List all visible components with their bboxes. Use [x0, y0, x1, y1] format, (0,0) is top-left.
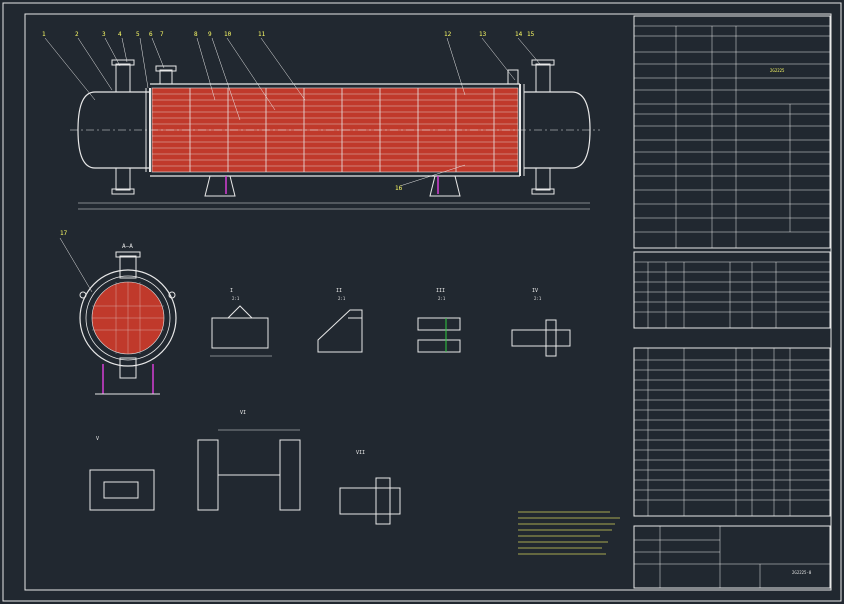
svg-text:IV: IV	[532, 288, 538, 294]
detail-IV: IV 2:1	[511, 288, 571, 357]
spec-table: 2G2225	[633, 15, 831, 249]
svg-text:2:1: 2:1	[438, 296, 446, 301]
detail-VI: VI	[197, 410, 301, 511]
technical-notes	[518, 511, 620, 555]
svg-text:2:1: 2:1	[338, 296, 346, 301]
svg-text:11: 11	[258, 31, 266, 38]
svg-text:2G2225: 2G2225	[770, 68, 785, 73]
svg-text:13: 13	[479, 31, 487, 38]
svg-text:17: 17	[60, 230, 68, 237]
svg-text:16: 16	[395, 185, 403, 192]
svg-text:VII: VII	[356, 450, 365, 456]
svg-text:I: I	[230, 288, 233, 294]
main-elevation-view	[70, 59, 600, 210]
svg-text:7: 7	[160, 31, 164, 38]
svg-text:2: 2	[75, 31, 79, 38]
svg-text:VI: VI	[240, 410, 246, 416]
svg-text:6: 6	[149, 31, 153, 38]
detail-V: V	[89, 436, 155, 511]
svg-text:3: 3	[102, 31, 106, 38]
detail-VII: VII	[339, 450, 401, 525]
callout-leaders	[44, 37, 541, 187]
svg-text:A—A: A—A	[122, 243, 133, 250]
svg-text:1: 1	[42, 31, 46, 38]
detail-I: I 2:1	[210, 288, 272, 357]
detail-II: II 2:1	[317, 288, 363, 353]
drawing-number: 2G2225-0	[792, 570, 812, 575]
svg-text:III: III	[436, 288, 445, 294]
svg-text:5: 5	[136, 31, 140, 38]
svg-text:10: 10	[224, 31, 232, 38]
parts-list-table	[633, 347, 831, 517]
detail-III: III 2:1	[417, 288, 461, 353]
svg-text:15: 15	[527, 31, 535, 38]
callout-numbers: 1 2 3 4 5 6 7 8 9 10 11 12 13 14 15 16 1…	[42, 31, 535, 237]
svg-text:12: 12	[444, 31, 452, 38]
svg-text:4: 4	[118, 31, 122, 38]
svg-text:2:1: 2:1	[232, 296, 240, 301]
nozzle-table	[633, 251, 831, 329]
svg-text:14: 14	[515, 31, 523, 38]
svg-text:V: V	[96, 436, 99, 442]
svg-text:II: II	[336, 288, 342, 294]
svg-text:9: 9	[208, 31, 212, 38]
svg-text:2:1: 2:1	[534, 296, 542, 301]
title-block: 2G2225-0	[633, 525, 831, 589]
section-a-a: A—A	[59, 237, 177, 395]
inner-frame	[24, 13, 832, 591]
svg-text:8: 8	[194, 31, 198, 38]
